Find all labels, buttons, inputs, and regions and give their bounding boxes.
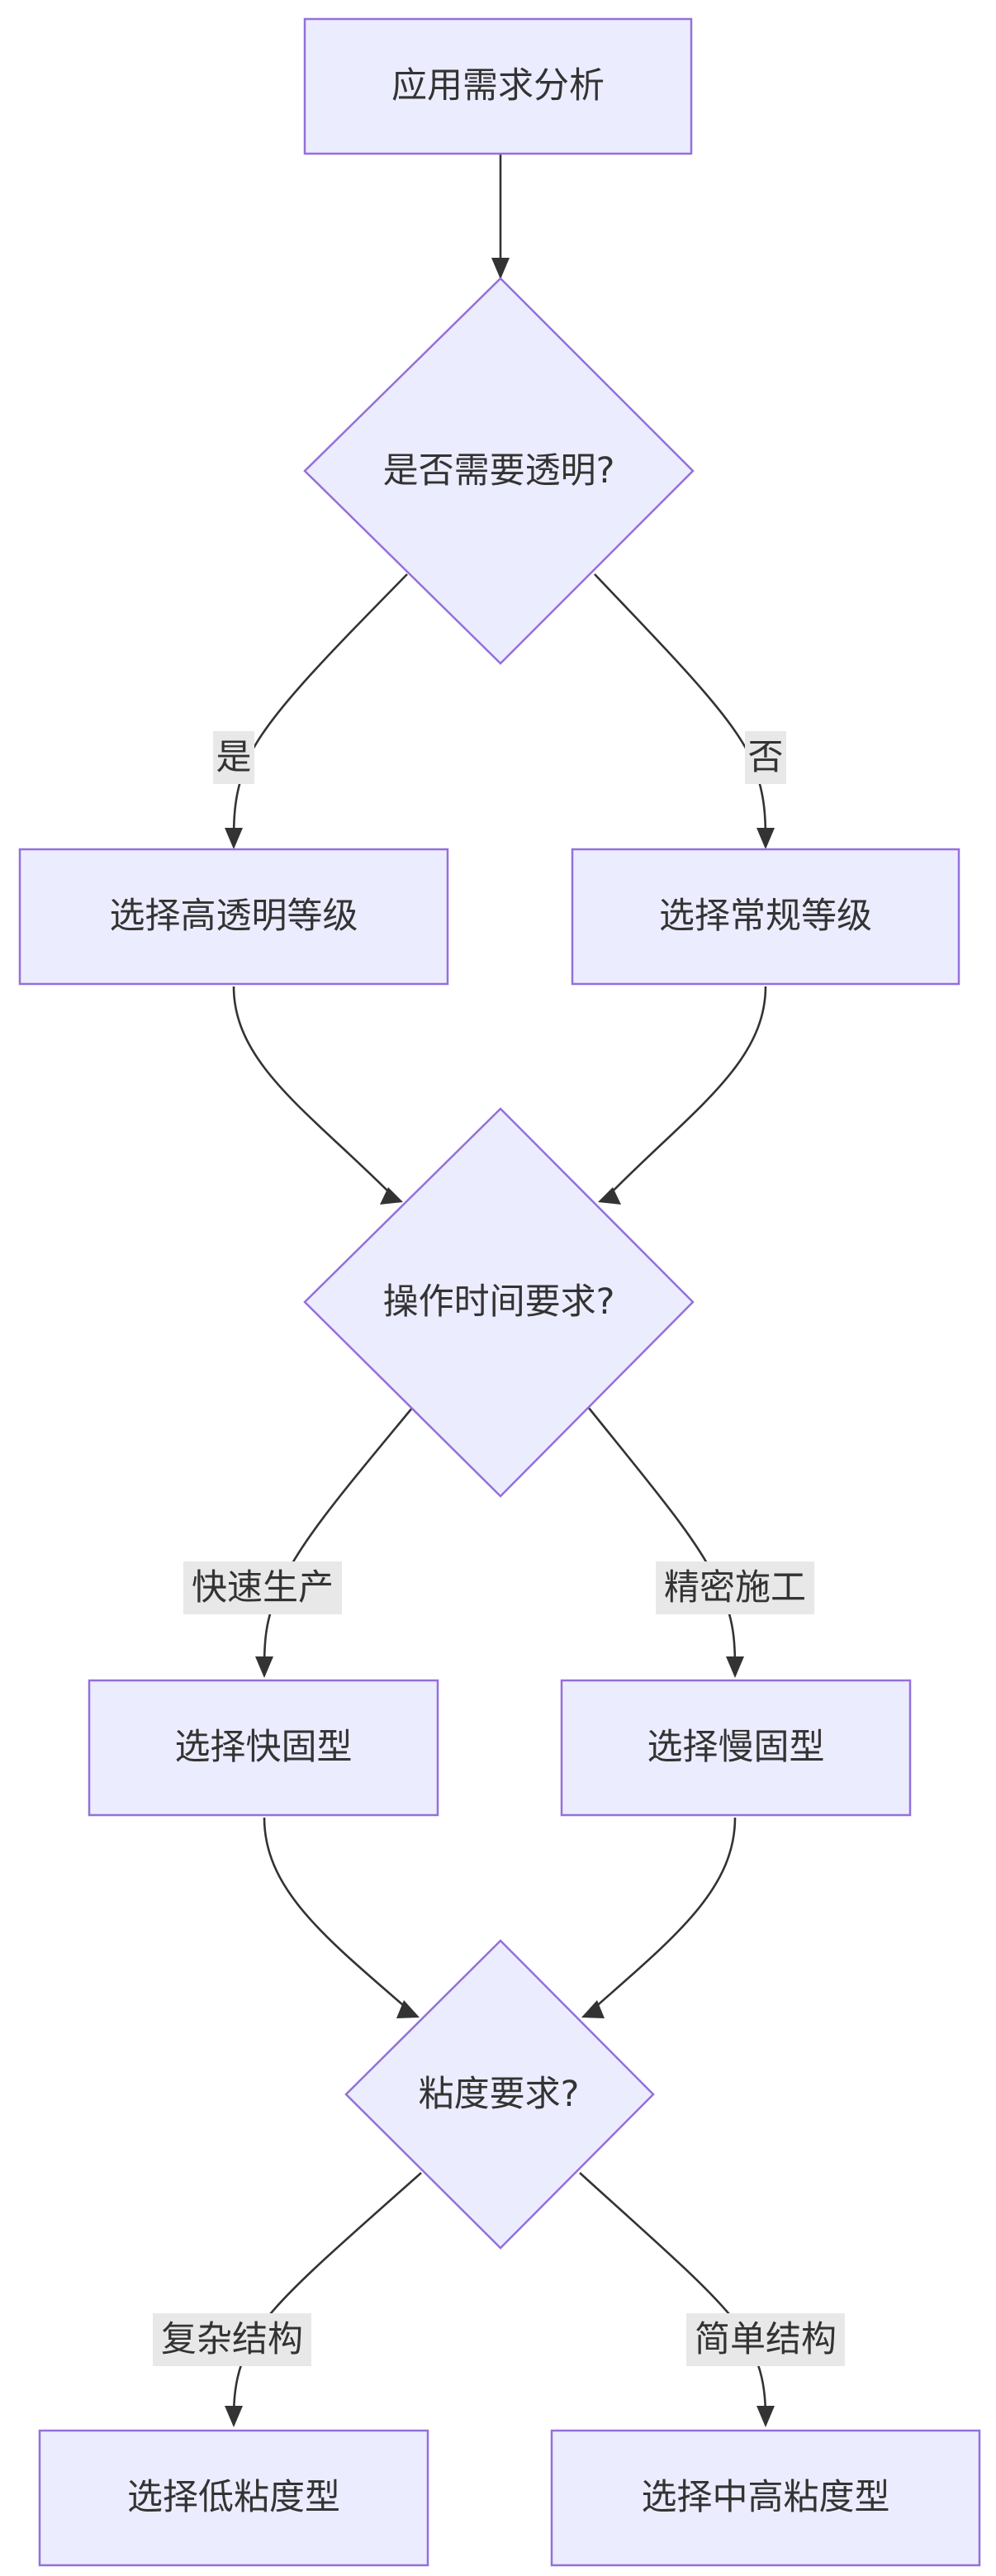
node-regular-grade-label: 选择常规等级	[659, 896, 872, 937]
edge-label-yes-text: 是	[216, 737, 252, 778]
edge-label-precise-construction: 精密施工	[656, 1561, 814, 1614]
node-analysis-label: 应用需求分析	[391, 65, 605, 107]
arrowhead-fast	[255, 1656, 273, 1678]
edge-label-fast-production-text: 快速生产	[192, 1567, 334, 1609]
arrowhead-yes	[225, 828, 243, 849]
edge-viscosity-simple	[579, 2172, 767, 2426]
node-mid-high-viscosity: 选择中高粘度型	[550, 2429, 981, 2567]
arrowhead-regular-to-time	[598, 1187, 621, 1205]
edge-time-precise	[586, 1406, 737, 1676]
node-slow-cure: 选择慢固型	[560, 1679, 912, 1817]
arrowhead-fast-to-viscosity	[396, 2000, 420, 2018]
edge-label-simple-structure-text: 简单结构	[695, 2319, 837, 2360]
arrowhead-slow-to-viscosity	[581, 2000, 605, 2018]
edge-transparent-no	[594, 573, 767, 848]
node-high-transparency: 选择高透明等级	[18, 848, 449, 986]
edge-label-yes: 是	[213, 731, 254, 784]
edge-label-complex-structure: 复杂结构	[153, 2313, 311, 2366]
edge-fast-to-viscosity	[263, 1817, 416, 2017]
node-low-viscosity: 选择低粘度型	[38, 2429, 429, 2567]
node-operation-time-question-label: 操作时间要求?	[383, 1281, 615, 1323]
arrowhead-high-to-time	[380, 1187, 403, 1205]
node-fast-cure-label: 选择快固型	[175, 1727, 353, 1768]
node-analysis: 应用需求分析	[303, 17, 693, 155]
arrowheads	[225, 258, 775, 2427]
edge-transparent-yes	[232, 573, 408, 848]
node-transparent-question: 是否需要透明?	[303, 277, 695, 665]
edge-slow-to-viscosity	[585, 1817, 737, 2017]
edge-label-precise-construction-text: 精密施工	[664, 1567, 806, 1609]
node-viscosity-question: 粘度要求?	[344, 1939, 655, 2250]
edge-label-fast-production: 快速生产	[183, 1561, 342, 1614]
node-slow-cure-label: 选择慢固型	[647, 1727, 825, 1768]
arrowhead-simple	[756, 2406, 775, 2427]
arrowhead-analysis	[491, 258, 510, 279]
node-viscosity-question-label: 粘度要求?	[419, 2074, 580, 2115]
edge-viscosity-complex	[232, 2172, 422, 2426]
edge-label-no-text: 否	[748, 737, 784, 778]
edge-label-simple-structure: 简单结构	[686, 2313, 845, 2366]
arrowhead-no	[756, 828, 775, 849]
node-regular-grade: 选择常规等级	[571, 848, 960, 986]
node-mid-high-viscosity-label: 选择中高粘度型	[642, 2477, 890, 2518]
node-high-transparency-label: 选择高透明等级	[110, 896, 358, 937]
arrowhead-complex	[225, 2406, 243, 2427]
node-fast-cure: 选择快固型	[88, 1679, 439, 1817]
edge-regular-to-time	[601, 986, 767, 1203]
node-transparent-question-label: 是否需要透明?	[383, 450, 615, 492]
arrowhead-precise	[726, 1656, 744, 1678]
edge-high-to-time	[232, 986, 400, 1203]
edge-label-complex-structure-text: 复杂结构	[161, 2319, 303, 2360]
edge-time-fast	[263, 1406, 415, 1676]
node-low-viscosity-label: 选择低粘度型	[127, 2477, 340, 2518]
edge-label-no: 否	[745, 731, 786, 784]
node-operation-time-question: 操作时间要求?	[303, 1107, 695, 1498]
